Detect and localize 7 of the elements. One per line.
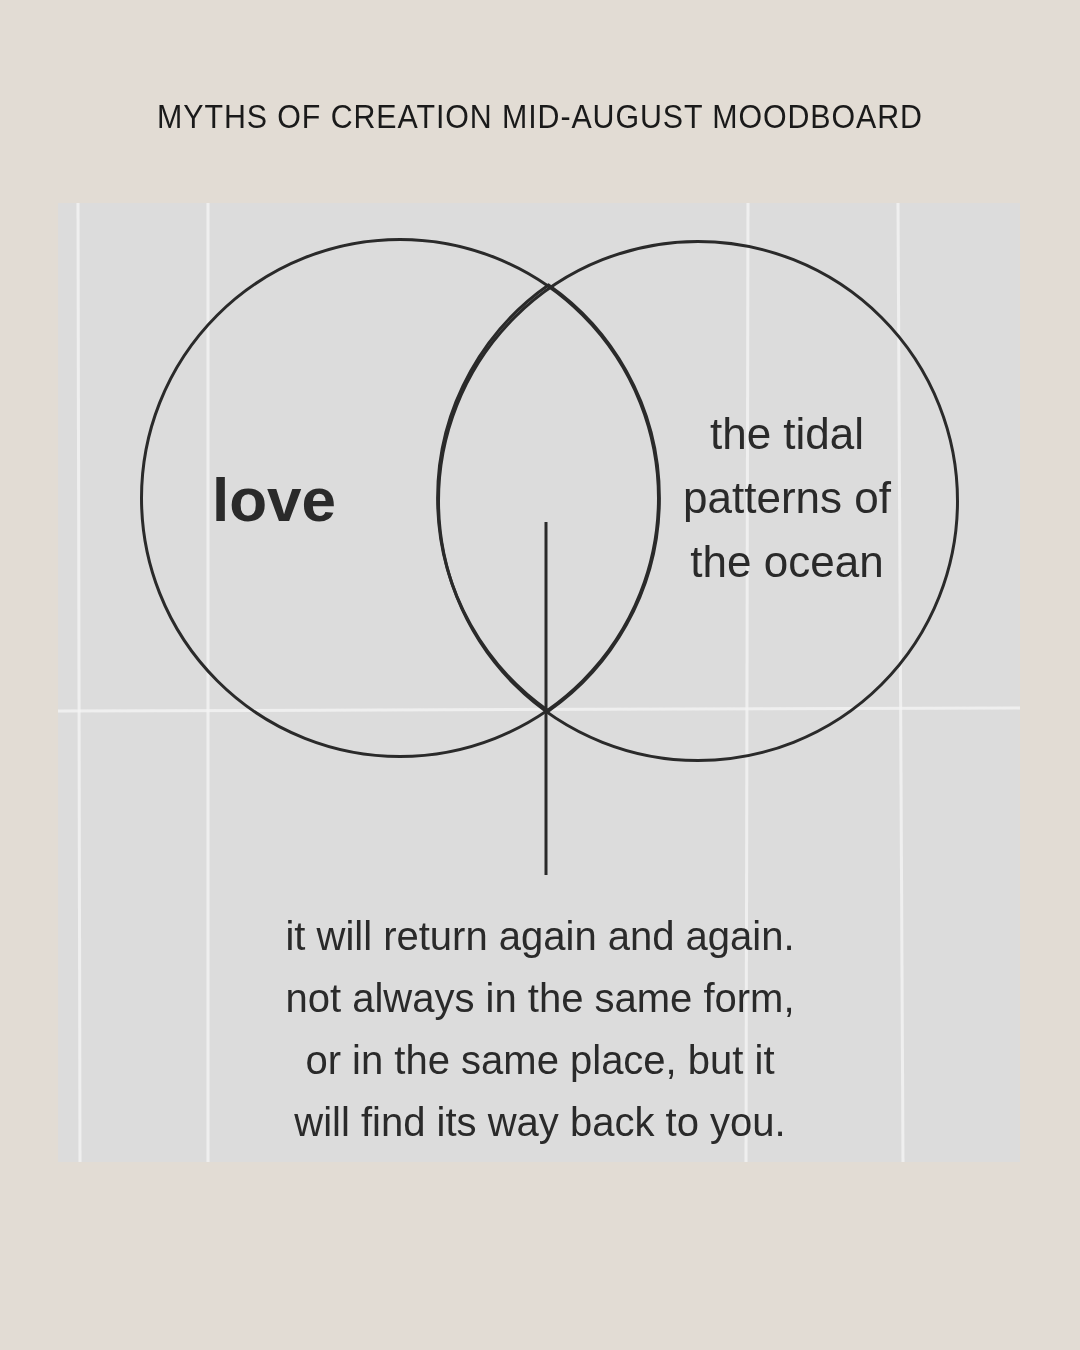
circle-label: the tidal patterns of the ocean	[682, 408, 892, 588]
circle-label: love	[212, 466, 338, 535]
venn-circle	[437, 240, 959, 762]
title: MYTHS OF CREATION MID-AUGUST MOODBOARD	[156, 98, 924, 136]
caption-text: it will return again and again. not always in the same form, or in the same place, but it will find its way back to you.	[284, 913, 796, 1146]
venn-circle	[140, 238, 660, 758]
overlap-region	[437, 285, 660, 711]
